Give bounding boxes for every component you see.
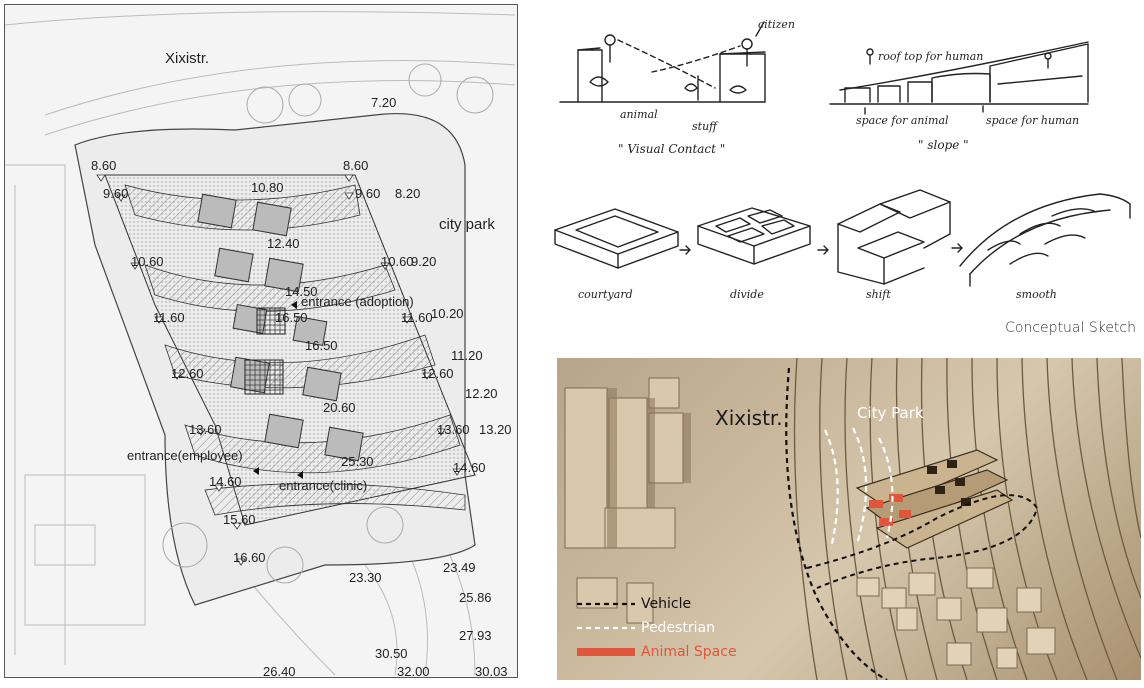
model-photo: Xixistr. City Park Vehicle Pedestrian An… <box>557 358 1141 680</box>
elevation-label: 32.00 <box>397 664 430 678</box>
visual-contact-caption: " Visual Contact " <box>618 142 726 156</box>
courtyard-step <box>554 208 679 269</box>
elevation-markers <box>96 174 462 566</box>
elevation-label: 8.20 <box>395 186 421 201</box>
legend-pedestrian-label: Pedestrian <box>641 620 715 636</box>
elevation-label: 12.60 <box>421 366 454 381</box>
elevation-label: 30.03 <box>475 664 508 678</box>
step-label-shift: shift <box>866 288 891 301</box>
elevation-label: 12.60 <box>171 366 204 381</box>
divide-step <box>697 207 811 265</box>
elevation-label: 30.50 <box>375 646 408 661</box>
building-model <box>855 449 1014 549</box>
elevation-label: 12.40 <box>267 236 300 251</box>
animal-label: animal <box>620 108 658 121</box>
legend-swatches <box>577 602 635 656</box>
slope-sketch <box>829 41 1089 115</box>
step-arrows <box>679 243 963 255</box>
elevation-label: 27.93 <box>459 628 492 643</box>
site-plan: Xixistr. city park entrance (adoption) e… <box>4 4 518 678</box>
elevation-label: 11.60 <box>401 310 433 325</box>
shift-step <box>837 189 951 285</box>
stuff-label: stuff <box>692 120 717 133</box>
block-shadows <box>607 388 691 548</box>
step-label-divide: divide <box>730 288 764 301</box>
elevation-label: 10.80 <box>251 180 284 195</box>
elevation-label: 23.49 <box>443 560 476 575</box>
elevation-label: 10.60 <box>131 254 164 269</box>
elevation-label: 25.86 <box>459 590 492 605</box>
elevation-label: 9.60 <box>355 186 381 201</box>
entrance-employee-label: entrance(employee) <box>127 448 243 463</box>
legend-animal-space-label: Animal Space <box>641 644 737 660</box>
roof-top-label: roof top for human <box>878 50 984 63</box>
legend-vehicle-label: Vehicle <box>641 596 692 612</box>
elevation-label: 13.20 <box>479 422 512 437</box>
vehicle-route-loop <box>806 494 1039 589</box>
model-drawing <box>564 358 1141 680</box>
elevation-label: 11.60 <box>153 310 185 325</box>
elevation-label: 13.60 <box>189 422 222 437</box>
model-park-label: City Park <box>857 404 924 422</box>
citizen-label: citizen <box>758 18 796 31</box>
elevation-label: 9.20 <box>411 254 437 269</box>
elevation-label: 16.60 <box>233 550 266 565</box>
elevation-label: 8.60 <box>91 158 117 173</box>
trees <box>162 63 494 584</box>
street-label: Xixistr. <box>165 50 210 67</box>
sketch-caption: Conceptual Sketch <box>1005 320 1136 336</box>
slope-caption: " slope " <box>918 138 969 152</box>
entrance-clinic-label: entrance(clinic) <box>279 478 368 493</box>
elevation-label: 9.60 <box>103 186 129 201</box>
elevation-label: 8.60 <box>343 158 369 173</box>
building-openings <box>927 460 971 506</box>
elevation-label: 14.60 <box>453 460 486 475</box>
pedestrian-routes <box>823 427 894 549</box>
space-human-label: space for human <box>986 114 1080 127</box>
step-label-courtyard: courtyard <box>578 288 633 301</box>
conceptual-sketches: citizen animal stuff " Visual Contact " … <box>540 4 1140 344</box>
elevation-label: 16.50 <box>275 310 308 325</box>
elevation-label: 20.60 <box>323 400 356 415</box>
elevation-label: 25.30 <box>341 454 374 469</box>
cluster-blocks <box>856 567 1056 669</box>
model-street-label: Xixistr. <box>715 406 783 430</box>
step-label-smooth: smooth <box>1016 288 1057 301</box>
elevation-label: 26.40 <box>263 664 296 678</box>
park-label: city park <box>439 216 495 233</box>
smooth-step <box>959 193 1131 287</box>
visual-contact-sketch <box>559 21 766 103</box>
elevation-label: 23.30 <box>349 570 382 585</box>
space-animal-label: space for animal <box>856 114 949 127</box>
grid-court-1 <box>256 307 286 335</box>
elevation-label: 16.50 <box>305 338 338 353</box>
animal-space-marks <box>869 494 911 526</box>
sketch-drawings <box>554 21 1131 287</box>
elevation-label: 7.20 <box>371 95 397 110</box>
elevation-label: 14.60 <box>209 474 242 489</box>
elevation-label: 14.50 <box>285 284 318 299</box>
city-blocks <box>564 377 684 624</box>
entrance-adoption-label: entrance (adoption) <box>301 294 414 309</box>
vehicle-route <box>785 367 888 680</box>
elevation-label: 10.20 <box>431 306 464 321</box>
elevation-label: 11.20 <box>451 348 483 363</box>
elevation-label: 15.60 <box>223 512 256 527</box>
site-plan-drawing <box>5 11 516 676</box>
grid-court-2 <box>244 359 284 395</box>
entrance-arrows <box>253 301 303 479</box>
elevation-label: 13.60 <box>437 422 470 437</box>
elevation-label: 10.60 <box>381 254 414 269</box>
elevation-label: 12.20 <box>465 386 498 401</box>
